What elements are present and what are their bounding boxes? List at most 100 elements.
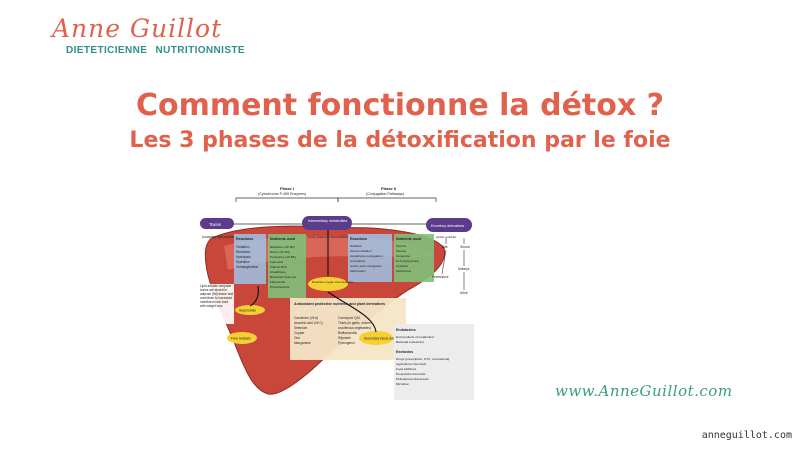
phase2-nutrient: N-Acetylcysteine <box>396 259 419 263</box>
phase2-nutrient: Cysteine <box>396 264 408 268</box>
phase2-title: Phase II <box>381 186 396 191</box>
toxins-label: Toxins <box>209 222 221 227</box>
antioxidant-item: Coenzyme Q10 <box>338 316 360 320</box>
phase1-title: Phase I <box>280 186 294 191</box>
brand-name: Anne Guillot <box>52 14 223 43</box>
exotoxin-item: Pollutants/contaminants <box>396 377 429 381</box>
excretory-label: Excretory derivatives <box>431 224 465 228</box>
antioxidant-item: Copper <box>294 331 305 335</box>
antioxidant-item: cruciferous vegetables) <box>338 326 371 330</box>
exotoxin-item: Microbial <box>396 382 409 386</box>
antioxidant-box <box>290 298 406 360</box>
phase1-reactions-list: Oxidation Reduction Hydrolysis Hydration… <box>236 245 259 269</box>
kidneys-label: Kidneys <box>458 267 470 271</box>
antioxidant-item: Pycnogenol <box>338 341 355 345</box>
phase1-reaction: Hydration <box>236 260 250 264</box>
phase2-reactions-box <box>348 234 392 282</box>
phase1-reaction: Oxidation <box>236 245 250 249</box>
toxins-sources-box <box>394 324 474 400</box>
phase1-nutrients-box <box>268 234 306 298</box>
intermediary-pill <box>302 216 352 230</box>
phase2-reaction: Amino acid conjugation <box>350 264 382 268</box>
phase2-nutrient: Taurine <box>396 249 406 253</box>
phase2-reaction: Methylation <box>350 269 366 273</box>
phase1-reactions-box <box>234 234 266 284</box>
phase1-nutrient: Vitamin B12 <box>270 265 287 269</box>
water-soluble-label: (water soluble) <box>436 235 456 239</box>
arrow-curve-2 <box>327 291 377 333</box>
phase2-reaction: Glucuronidation <box>350 249 372 253</box>
phase1-bracket <box>235 197 339 202</box>
endotoxin-item: End products of metabolism <box>396 335 435 339</box>
antioxidant-item: Zinc <box>294 336 300 340</box>
exotoxin-item: Food additives <box>396 367 417 371</box>
bile-label: Bile <box>442 245 448 249</box>
phase1-reaction: Hydrolysis <box>236 255 251 259</box>
free-radicals-burst <box>227 332 257 344</box>
phase2-nutrient: Glutamine <box>396 254 410 258</box>
toxins-pill <box>200 218 234 229</box>
excretory-pill <box>426 218 472 232</box>
secondary-burst <box>359 331 393 345</box>
liver-detox-diagram: Phase I (Cytochrome P-450 Enzymes) Phase… <box>198 186 476 404</box>
phase2-nutrient: Glycine <box>396 244 407 248</box>
exotoxin-item: Agricultural chemicals <box>396 362 427 366</box>
page-title: Comment fonctionne la détox ? <box>135 88 665 123</box>
phase1-reaction: Dehalogenation <box>236 265 259 269</box>
superoxide-label: Superoxide <box>239 309 256 313</box>
endotoxin-item: Bacterial endotoxins <box>396 340 424 344</box>
feces-label: Feces/stool <box>432 275 449 279</box>
phase1-nutrients-title: Nutrients used <box>270 237 295 241</box>
free-radicals-label: Free radicals <box>231 337 251 341</box>
antioxidant-item: Selenium <box>294 326 308 330</box>
phase2-reaction: Acetylation <box>350 259 365 263</box>
exotoxin-item: Drugs (prescription, OTC, recreational) <box>396 357 449 361</box>
ros-burst <box>308 277 348 291</box>
intermediary-label: Intermediary metabolites <box>308 219 348 223</box>
exotoxins-title: Exotoxins <box>396 350 413 354</box>
phase1-reactions-title: Reactions <box>236 237 253 241</box>
phase1-nutrient: Branched chain aa <box>270 275 296 279</box>
excretion-arrows <box>441 238 465 290</box>
brand-tagline: DIETETICIENNE NUTRITIONNISTE <box>66 45 245 56</box>
brand-tagline-2: NUTRITIONNISTE <box>155 45 246 56</box>
credit-text: anneguillot.com <box>701 430 792 441</box>
urine-label: Urine <box>460 291 468 295</box>
antioxidants-col1: Carotenes (Vit A) Ascorbic acid (Vit C) … <box>294 316 323 345</box>
antioxidant-item: Silymarin <box>338 336 351 340</box>
phase1-nutrient: Flavonoids <box>270 280 285 284</box>
antioxidant-item: Thiols (in garlic, onions <box>338 321 371 325</box>
phase1-reaction: Reduction <box>236 250 251 254</box>
phase2-reactions-title: Reactions <box>350 237 367 241</box>
secondary-label: Secondary tissue damage <box>364 337 401 341</box>
phase2-nutrient: Methionine <box>396 269 411 273</box>
phase1-nutrients-list: Riboflavin (Vit B2) Niacin (Vit B3) Pyri… <box>270 245 296 289</box>
phase1-nutrient: Folic acid <box>270 260 283 264</box>
superoxide-burst <box>235 305 265 315</box>
phase2-reactions-list: Sulfation Glucuronidation Glutathione co… <box>350 244 383 273</box>
nonpolar-label: (nonpolar lipid-soluble) <box>202 235 236 239</box>
phase2-nutrients-title: Nutrients used <box>396 237 421 241</box>
exotoxin-item: Household chemicals <box>396 372 426 376</box>
website-url: www.AnneGuillot.com <box>555 382 733 400</box>
lipid-note: Lipid-soluble nonpolar toxins are stored… <box>200 284 234 308</box>
phase2-subtitle: (Conjugation Pathways) <box>366 192 404 196</box>
phase1-nutrient: Niacin (Vit B3) <box>270 250 290 254</box>
antioxidant-item: Bioflavonoids <box>338 331 357 335</box>
phase2-reaction: Sulfation <box>350 244 362 248</box>
phase1-nutrient: Pyridoxine (Vit B6) <box>270 255 296 259</box>
antioxidant-item: Carotenes (Vit A) <box>294 316 318 320</box>
phase1-nutrient: Phospholipids <box>270 285 290 289</box>
phase2-nutrients-list: Glycine Taurine Glutamine N-Acetylcystei… <box>396 244 419 273</box>
arrow-curve-1 <box>249 285 259 307</box>
phase1-nutrient: Glutathione <box>270 270 286 274</box>
antioxidant-item: Manganese <box>294 341 311 345</box>
phase1-nutrient: Riboflavin (Vit B2) <box>270 245 295 249</box>
endotoxins-title: Endotoxins <box>396 328 416 332</box>
antioxidants-col2: Coenzyme Q10 Thiols (in garlic, onions c… <box>338 316 371 345</box>
serum-label: Serum <box>460 245 470 249</box>
phase2-bracket <box>337 197 437 202</box>
phase1-subtitle: (Cytochrome P-450 Enzymes) <box>258 192 306 196</box>
brand-tagline-1: DIETETICIENNE <box>66 45 148 56</box>
ros-label: Reactive oxygen intermediates <box>312 280 354 284</box>
